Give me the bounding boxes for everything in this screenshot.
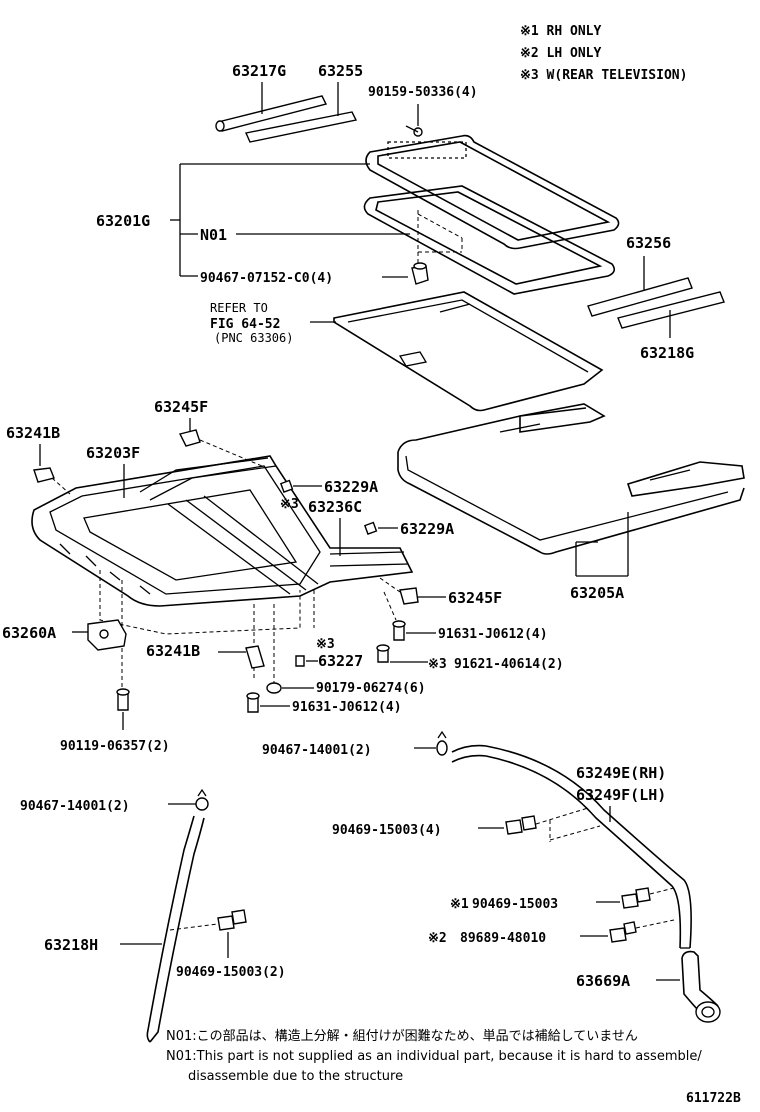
screw-90159-drawing — [405, 125, 423, 137]
bolt-91631-lower-drawing — [246, 692, 260, 713]
clip-90469-15003-qty4-drawing — [505, 815, 537, 835]
label-refer-to: REFER TO — [210, 301, 268, 315]
label-63217g: 63217G — [232, 62, 286, 80]
label-63218g: 63218G — [640, 344, 694, 362]
label-63249e-rh: 63249E(RH) — [576, 764, 666, 782]
label-91621-40614: 91621-40614(2) — [454, 657, 564, 672]
bracket-63245f-right-drawing — [399, 587, 419, 605]
bolt-91631-upper-drawing — [392, 620, 406, 641]
label-mark3-b: ※3 — [316, 637, 335, 652]
nut-90179-drawing — [266, 682, 282, 694]
note-n01-japanese: N01:この部品は、構造上分解・組付けが困難なため、単品では補給していません — [166, 1028, 638, 1044]
label-89689-48010: 89689-48010 — [460, 931, 546, 946]
legend: ※1 RH ONLY ※2 LH ONLY ※3 W(REAR TELEVISI… — [520, 24, 687, 83]
rail-frame-63205a-drawing — [397, 403, 745, 555]
bracket-63241b-top-drawing — [33, 467, 55, 483]
side-strip-63256-drawing — [587, 277, 693, 317]
label-63245f-right: 63245F — [448, 589, 502, 607]
bracket-63241b-bottom-drawing — [245, 645, 265, 669]
label-63229a-1: 63229A — [324, 478, 378, 496]
drain-hose-63249-drawing — [451, 744, 692, 949]
figure-id: 611722B — [686, 1091, 741, 1106]
label-refer-fig: FIG 64-52 — [210, 317, 280, 332]
label-63203f: 63203F — [86, 444, 140, 462]
weatherstrip-63255-drawing — [245, 111, 358, 143]
stud-63227-drawing — [295, 655, 305, 667]
label-n01: N01 — [200, 226, 227, 244]
bolt-90119-drawing — [116, 688, 130, 711]
motor-63260a-drawing — [87, 619, 127, 651]
drain-valve-63669a-drawing — [681, 950, 721, 1023]
note-n01-english-line2: disassemble due to the structure — [188, 1069, 403, 1084]
label-63205a: 63205A — [570, 584, 624, 602]
label-90469-15003-rh: 90469-15003 — [472, 897, 558, 912]
label-63256: 63256 — [626, 234, 671, 252]
label-mark3-c: ※3 — [428, 657, 447, 672]
glass-seal-n01-drawing — [363, 185, 616, 295]
label-90469-15003-qty4: 90469-15003(4) — [332, 823, 442, 838]
label-90119-06357: 90119-06357(2) — [60, 739, 170, 754]
clip-90467-07152-drawing — [411, 262, 429, 285]
clip-63229a-2-drawing — [363, 521, 378, 535]
glass-panel-drawing — [365, 134, 620, 250]
label-mark3-a: ※3 — [280, 497, 299, 512]
legend-item-lh-only: ※2 LH ONLY — [520, 46, 602, 61]
hose-clamp-90467-top-drawing — [436, 730, 448, 756]
clip-89689-48010-drawing — [609, 921, 637, 943]
label-90467-07152: 90467-07152-C0(4) — [200, 271, 333, 286]
label-63227: 63227 — [318, 652, 363, 670]
clip-63229a-1-drawing — [279, 479, 294, 493]
label-91631-j0612-upper: 91631-J0612(4) — [438, 627, 548, 642]
clip-90469-15003-rh-drawing — [621, 887, 651, 909]
label-refer-pnc: (PNC 63306) — [214, 331, 293, 345]
hose-clamp-90467-left-drawing — [195, 788, 209, 811]
drain-hose-63218h-drawing — [146, 815, 205, 1043]
label-63201g: 63201G — [96, 212, 150, 230]
label-63241b-bottom: 63241B — [146, 642, 200, 660]
label-63241b-top: 63241B — [6, 424, 60, 442]
label-90467-14001-top: 90467-14001(2) — [262, 743, 372, 758]
label-90159-50336: 90159-50336(4) — [368, 85, 478, 100]
legend-item-rh-only: ※1 RH ONLY — [520, 24, 602, 39]
label-63229a-2: 63229A — [400, 520, 454, 538]
side-strip-63218g-drawing — [617, 291, 725, 329]
bolt-91621-drawing — [376, 644, 390, 663]
label-63260a: 63260A — [2, 624, 56, 642]
label-63669a: 63669A — [576, 972, 630, 990]
label-90467-14001-left: 90467-14001(2) — [20, 799, 130, 814]
label-90179-06274: 90179-06274(6) — [316, 681, 426, 696]
label-mark2: ※2 — [428, 931, 447, 946]
sunroof-housing-63203f-drawing — [31, 455, 414, 607]
weatherstrip-63217g-drawing — [215, 95, 328, 132]
label-mark1: ※1 — [450, 897, 469, 912]
label-63245f-top: 63245F — [154, 398, 208, 416]
label-63218h: 63218H — [44, 936, 98, 954]
label-63255: 63255 — [318, 62, 363, 80]
clip-90469-15003-qty2-drawing — [217, 909, 247, 931]
note-n01-english-line1: N01:This part is not supplied as an indi… — [166, 1049, 702, 1064]
label-90469-15003-qty2: 90469-15003(2) — [176, 965, 286, 980]
label-63236c: 63236C — [308, 498, 362, 516]
sunshade-drawing — [333, 291, 604, 412]
bracket-63245f-top-drawing — [178, 429, 201, 447]
label-91631-j0612-lower: 91631-J0612(4) — [292, 700, 402, 715]
label-63249f-lh: 63249F(LH) — [576, 786, 666, 804]
legend-item-rear-television: ※3 W(REAR TELEVISION) — [520, 68, 687, 83]
